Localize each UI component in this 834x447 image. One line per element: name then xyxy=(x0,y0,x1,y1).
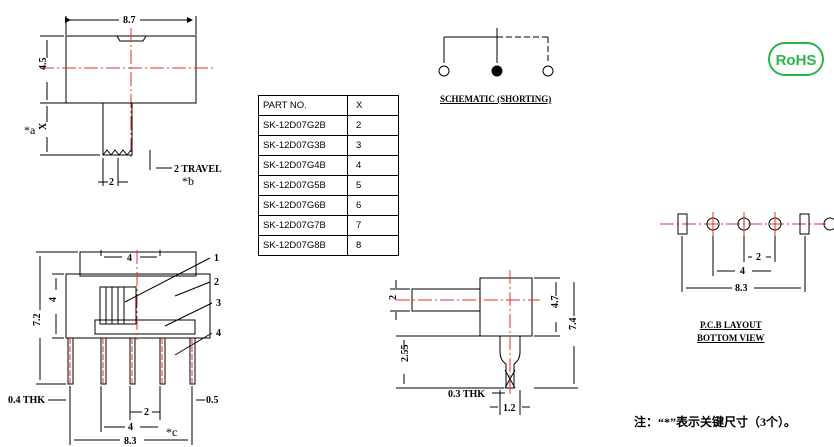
schematic-symbol xyxy=(438,28,554,77)
front-pin-dim: 0.5 xyxy=(206,395,219,406)
top-view-lever xyxy=(102,102,133,156)
top-travel-note: 2 TRAVEL xyxy=(174,164,222,175)
side-pin-dim: 2.55 xyxy=(400,345,411,363)
header-part-no: PART NO. xyxy=(258,95,348,116)
callout-2: 2 xyxy=(214,277,219,288)
side-thk-note: 0.3 THK xyxy=(448,389,485,400)
front-height-dim: 7.2 xyxy=(32,314,43,327)
part-cell: SK-12D07G5B xyxy=(258,175,348,196)
front-c-note: *c xyxy=(166,425,177,439)
front-view xyxy=(36,250,213,445)
top-b-note: *b xyxy=(182,174,194,188)
part-cell: SK-12D07G2B xyxy=(258,115,348,136)
side-lever-dim: 2 xyxy=(388,295,399,300)
top-width-dim: 8.7 xyxy=(123,15,136,26)
pcb-title: P.C.B LAYOUT xyxy=(700,320,762,330)
schematic-title: SCHEMATIC (SHORTING) xyxy=(440,94,552,104)
front-top-dim: 4 xyxy=(127,253,132,264)
callout-4: 4 xyxy=(216,328,221,339)
x-cell: 6 xyxy=(347,195,399,216)
part-cell: SK-12D07G8B xyxy=(258,235,348,256)
front-thk-note: 0.4 THK xyxy=(8,395,45,406)
front-pitch-dim: 2 xyxy=(144,407,149,418)
x-cell: 4 xyxy=(347,155,399,176)
part-cell: SK-12D07G6B xyxy=(258,195,348,216)
top-view xyxy=(40,16,215,186)
side-total-dim: 7.4 xyxy=(568,318,579,331)
rohs-badge: RoHS xyxy=(768,42,824,76)
top-a-note: *a xyxy=(24,123,36,137)
top-x-dim: X xyxy=(38,122,49,130)
front-body-dim: 4 xyxy=(48,297,59,302)
x-cell: 3 xyxy=(347,135,399,156)
callout-1: 1 xyxy=(214,253,219,264)
side-width-dim: 1.2 xyxy=(503,403,516,414)
side-view xyxy=(390,270,578,415)
pcb-layout xyxy=(660,212,834,292)
pcb-pitch-dim: 2 xyxy=(756,252,761,263)
front-total-dim: 8.3 xyxy=(124,436,137,447)
pcb-span-dim: 4 xyxy=(740,266,745,277)
top-lever-dim: 2 xyxy=(109,177,114,188)
pcb-total-dim: 8.3 xyxy=(735,283,748,294)
front-span-dim: 4 xyxy=(128,422,133,433)
callout-3: 3 xyxy=(216,298,221,309)
part-cell: SK-12D07G3B xyxy=(258,135,348,156)
part-cell: SK-12D07G4B xyxy=(258,155,348,176)
x-cell: 8 xyxy=(347,235,399,256)
x-cell: 2 xyxy=(347,115,399,136)
x-cell: 7 xyxy=(347,215,399,236)
part-cell: SK-12D07G7B xyxy=(258,215,348,236)
pcb-subtitle: BOTTOM VIEW xyxy=(697,333,765,343)
top-view-lever-break xyxy=(102,149,132,156)
top-height-dim: 4.5 xyxy=(38,58,49,71)
header-x: X xyxy=(347,95,399,116)
table-header-row: PART NO. X xyxy=(258,95,399,116)
x-cell: 5 xyxy=(347,175,399,196)
key-dimension-note: 注：“*”表示关键尺寸（3个）。 xyxy=(634,415,797,429)
side-height-dim: 4.7 xyxy=(550,296,561,309)
